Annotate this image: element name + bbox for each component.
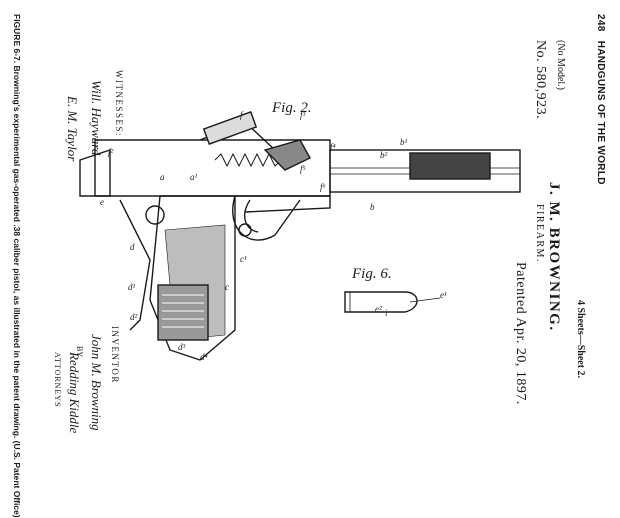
svg-text:a: a [160, 172, 165, 182]
svg-text:d³: d³ [178, 342, 186, 352]
svg-text:f⁵: f⁵ [300, 164, 306, 174]
recoil-spring [214, 152, 282, 168]
svg-text:f³: f³ [300, 110, 306, 120]
patent-date: Patented Apr. 20, 1897. [513, 262, 528, 405]
svg-text:c: c [225, 282, 229, 292]
no-model-label: (No Model.) [555, 40, 566, 90]
svg-text:d⁴: d⁴ [200, 352, 208, 362]
figure-caption: FIGURE 6-7. Browning's experimental gas-… [12, 14, 22, 518]
witnesses-label: WITNESSES: [114, 70, 124, 138]
svg-text:e: e [100, 197, 104, 207]
patent-subject: FIREARM. [534, 204, 545, 263]
svg-text:b²: b² [380, 150, 388, 160]
svg-text:f: f [240, 110, 244, 120]
page-number: 248 [595, 14, 606, 32]
trigger-guard [232, 195, 301, 241]
inventor-label: INVENTOR [110, 326, 120, 384]
lever-plate [202, 111, 258, 145]
svg-text:b¹: b¹ [400, 137, 408, 147]
fig6-cartridge [344, 291, 418, 313]
frame-lower [235, 195, 331, 213]
patent-page: f² f³ f f⁴ f⁵ f⁶ b¹ b² b c c¹ d d¹ d² d³ d⁴ e a a¹ e… [12, 14, 606, 518]
book-title: HANDGUNS OF THE WORLD [595, 40, 606, 185]
barrel-chamber [409, 152, 491, 180]
inventor-name: J. M. BROWNING. [546, 182, 562, 332]
fig6-label: Fig. 6. [352, 266, 392, 282]
svg-text:d: d [130, 242, 135, 252]
rear-hammer-area [79, 149, 111, 197]
svg-text:f⁶: f⁶ [320, 182, 326, 192]
patent-number: No. 580,923. [533, 40, 548, 120]
fig2-label: Fig. 2. [272, 100, 312, 116]
attorneys-label: ATTORNEYS [53, 352, 62, 408]
hammer-pivot [145, 205, 165, 225]
mainspring [119, 199, 151, 331]
trigger [244, 199, 259, 233]
svg-text:e¹: e¹ [440, 290, 447, 300]
svg-text:b: b [370, 202, 375, 212]
magazine [157, 284, 209, 341]
svg-text:i: i [385, 308, 388, 318]
attorneys-signature: Redding Kiddle [67, 352, 82, 434]
trigger-pivot [238, 223, 252, 237]
svg-text:a¹: a¹ [190, 172, 198, 182]
breech-block [263, 139, 311, 171]
svg-text:e²: e² [375, 304, 382, 314]
witness-signature-2: E. M. Taylor [65, 96, 80, 162]
drawing-labels: f² f³ f f⁴ f⁵ f⁶ b¹ b² b c c¹ d d¹ d² d³ d⁴ e a a¹ e… [100, 110, 447, 362]
witness-signature-1: Will. Hayward [89, 80, 104, 156]
svg-text:c¹: c¹ [240, 254, 247, 264]
svg-text:d²: d² [130, 312, 138, 322]
patent-drawing: f² f³ f f⁴ f⁵ f⁶ b¹ b² b c c¹ d d¹ d² d³ d⁴ e a a¹ e… [79, 110, 521, 362]
inventor-signature: John M. Browning [89, 334, 104, 431]
svg-text:f²: f² [108, 147, 114, 157]
svg-text:d¹: d¹ [128, 282, 136, 292]
sheet-count: 4 Sheets—Sheet 2. [575, 300, 586, 379]
svg-text:f⁴: f⁴ [330, 142, 336, 152]
book-header: 248 HANDGUNS OF THE WORLD [595, 14, 606, 185]
